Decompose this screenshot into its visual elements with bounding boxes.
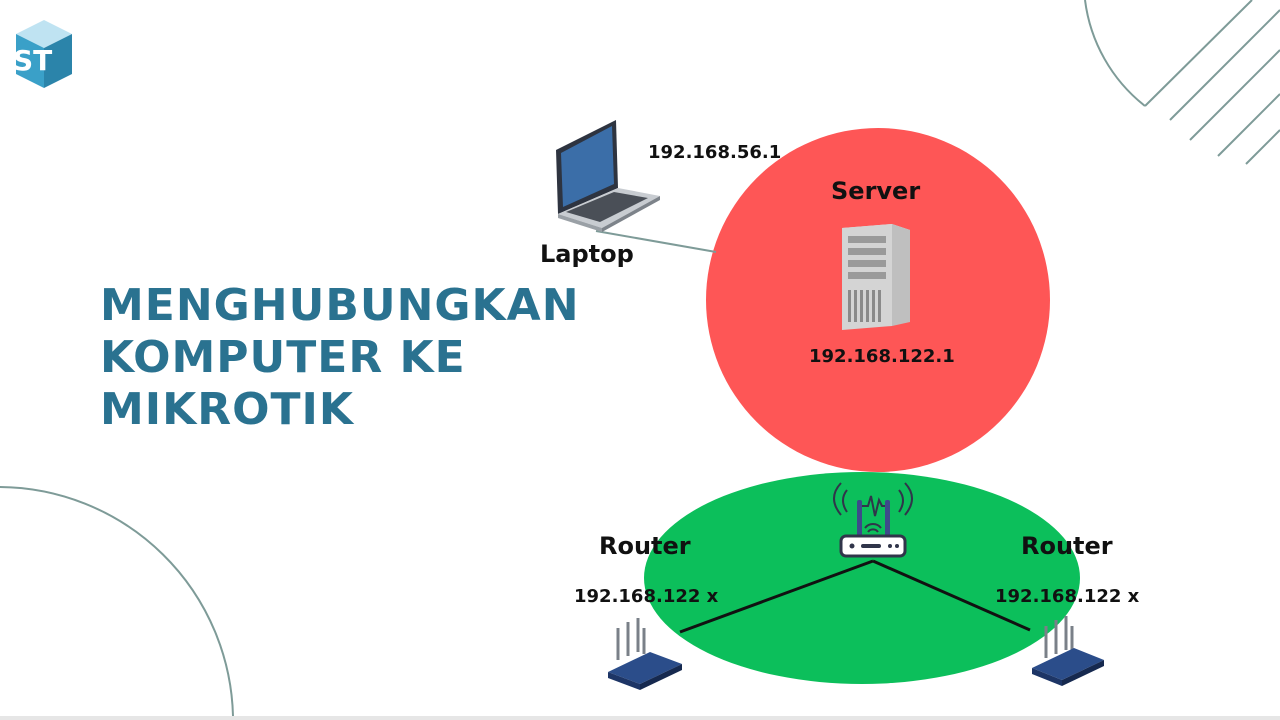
laptop-link bbox=[595, 230, 717, 253]
deco-arc-top-right bbox=[1084, 0, 1146, 107]
router-left-label: Router bbox=[599, 532, 691, 560]
deco-top-right bbox=[1084, 0, 1280, 165]
router-left-ip: 192.168.122 x bbox=[574, 586, 719, 607]
router-right-ip: 192.168.122 x bbox=[995, 586, 1140, 607]
server-icon bbox=[842, 224, 910, 330]
router-right-icon bbox=[1032, 616, 1104, 686]
logo-letters: ST bbox=[13, 44, 52, 77]
title-line: MIKROTIK bbox=[100, 384, 355, 435]
deco-stripe bbox=[1217, 93, 1280, 157]
server-ip: 192.168.122.1 bbox=[809, 346, 955, 367]
link-router-right bbox=[872, 559, 1031, 632]
deco-arc-bottom-left bbox=[0, 486, 234, 717]
deco-stripe bbox=[1189, 49, 1280, 141]
logo-icon: ST bbox=[13, 20, 72, 88]
deco-stripe bbox=[1245, 129, 1280, 165]
deco-stripe bbox=[1144, 0, 1253, 107]
laptop-icon bbox=[556, 120, 660, 232]
title-line: MENGHUBUNGKAN bbox=[100, 280, 580, 331]
page-title: MENGHUBUNGKAN KOMPUTER KE MIKROTIK bbox=[100, 280, 580, 436]
router-left-icon bbox=[608, 618, 682, 690]
title-line: KOMPUTER KE bbox=[100, 332, 466, 383]
router-right-label: Router bbox=[1021, 532, 1113, 560]
link-router-left bbox=[679, 559, 874, 634]
laptop-ip: 192.168.56.1 bbox=[648, 142, 782, 163]
server-label: Server bbox=[831, 177, 921, 205]
deco-stripe bbox=[1169, 9, 1280, 121]
laptop-label: Laptop bbox=[540, 240, 634, 268]
bottom-border bbox=[0, 716, 1280, 720]
router-zone-ellipse bbox=[644, 472, 1080, 684]
wifi-router-icon bbox=[833, 482, 913, 558]
